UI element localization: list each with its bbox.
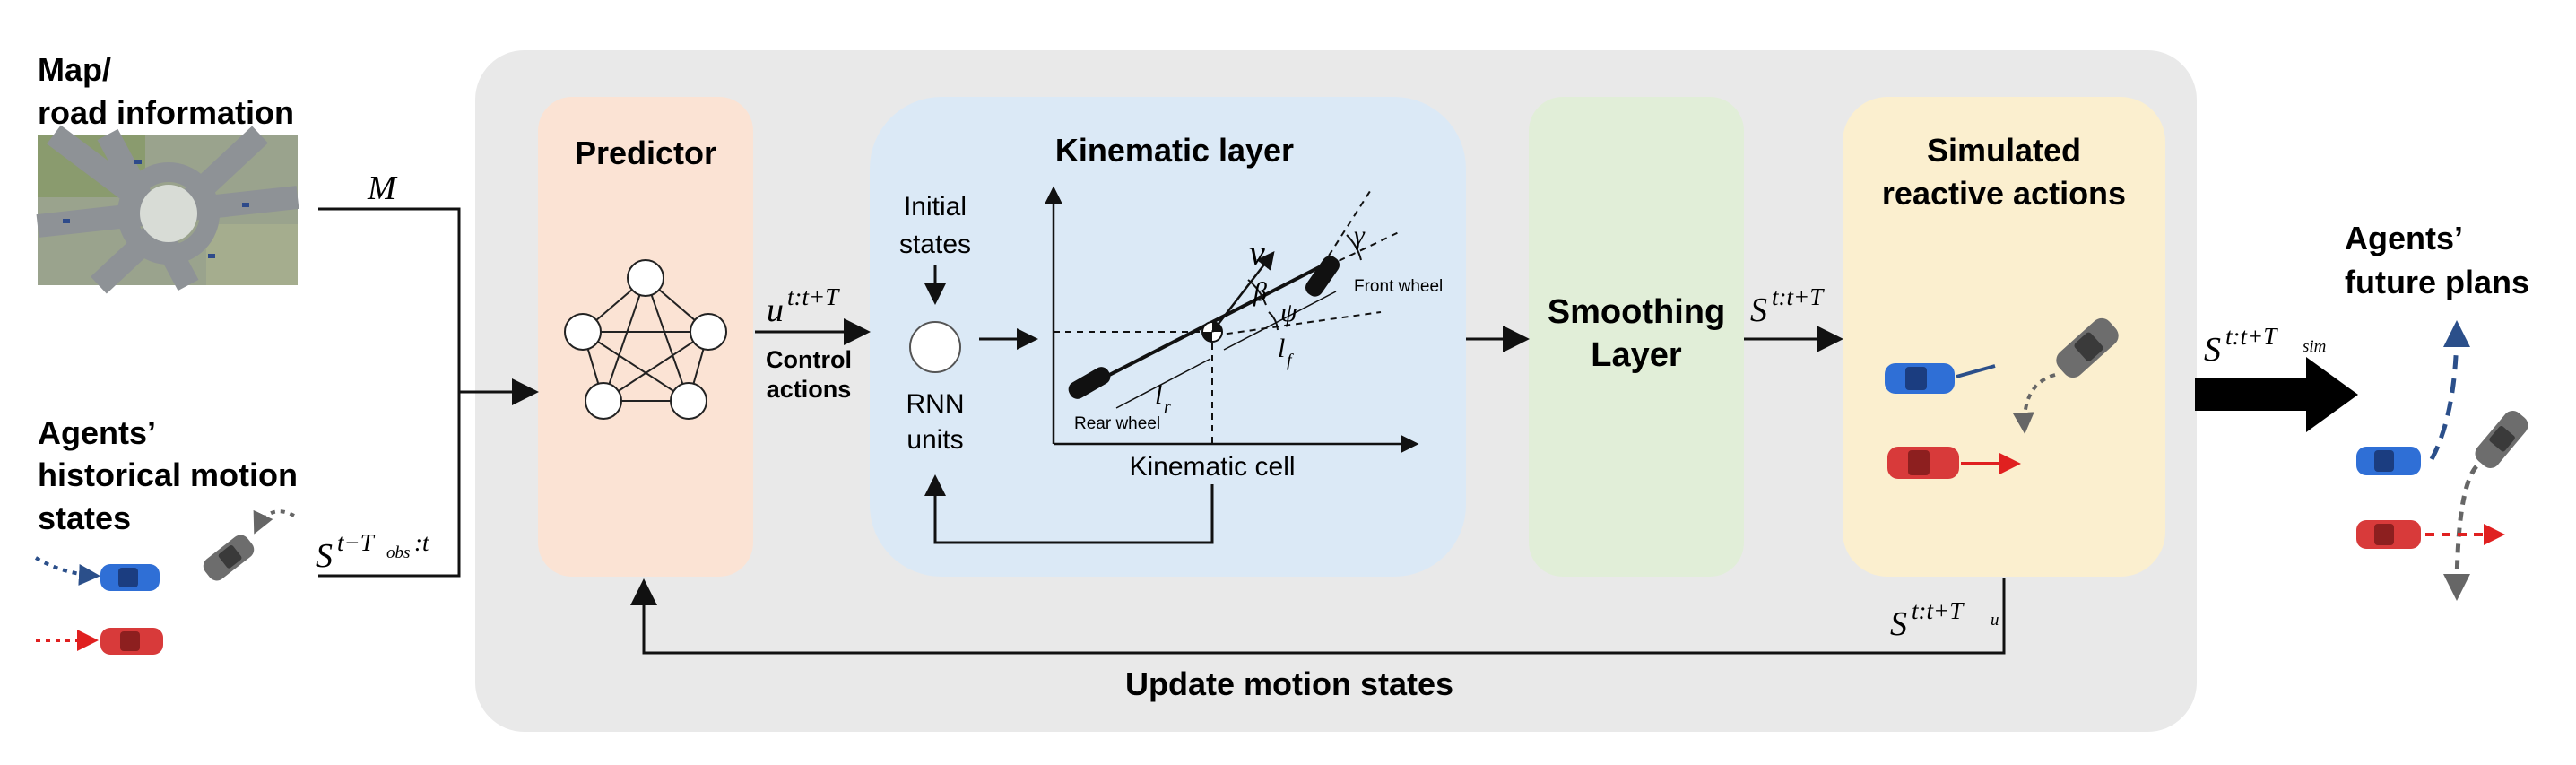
svg-text:t:t+T: t:t+T [2225, 323, 2278, 350]
predictor-box [538, 97, 753, 577]
kinematic-cell-label: Kinematic cell [1129, 452, 1295, 482]
update-motion-states-feedback-arrow [630, 578, 2006, 655]
simulated-title-line2: reactive actions [1882, 175, 2126, 212]
beta-symbol: β [1253, 277, 1267, 307]
map-symbol: M [367, 170, 398, 207]
map-title-line2: road information [38, 94, 294, 131]
svg-text:f: f [1287, 351, 1294, 370]
future-plans-title-line1: Agents’ [2345, 220, 2463, 256]
kinematic-box [870, 97, 1466, 577]
gray-history-trajectory [253, 509, 295, 535]
svg-text:u: u [1991, 611, 1999, 630]
recurrent-feedback-arrow [924, 474, 1214, 544]
agents-history-title-line2: historical motion [38, 456, 298, 493]
future-red-car-icon [2356, 520, 2421, 549]
update-motion-states-label: Update motion states [1125, 665, 1453, 702]
svg-text:S: S [1750, 291, 1767, 329]
svg-text:t:t+T: t:t+T [787, 283, 840, 310]
predictor-title: Predictor [575, 135, 716, 171]
smoothing-title-line2: Layer [1591, 336, 1682, 374]
gray-car-icon [203, 535, 255, 581]
smoothing-title-line1: Smoothing [1548, 293, 1725, 331]
kinematic-title: Kinematic layer [1055, 132, 1294, 169]
roundabout-map-image [36, 125, 299, 294]
simulated-states-symbol: S t:t+T sim [2204, 323, 2326, 369]
svg-text:u: u [767, 291, 784, 329]
simulated-gray-car-icon [2056, 317, 2119, 378]
agents-history-title-line1: Agents’ [38, 414, 156, 451]
svg-text::t: :t [414, 529, 430, 556]
control-actions-label-line1: Control [766, 346, 852, 373]
svg-text:l: l [1155, 380, 1162, 410]
map-title-line1: Map/ [38, 51, 111, 88]
smoothed-states-symbol: S t:t+T [1750, 283, 1825, 329]
svg-text:S: S [316, 537, 333, 575]
output-big-arrow [2195, 357, 2358, 432]
lr-symbol: l r [1155, 380, 1171, 417]
simulated-blue-heading [1956, 364, 1996, 378]
rnn-unit-node [909, 321, 961, 373]
svg-text:S: S [2204, 331, 2221, 369]
agents-history-title-line3: states [38, 500, 131, 536]
psi-symbol: ψ [1280, 298, 1298, 327]
svg-text:obs: obs [386, 543, 410, 562]
future-blue-trajectory [2429, 320, 2470, 461]
svg-text:r: r [1164, 397, 1171, 417]
smoothing-box [1529, 97, 1744, 577]
blue-car-icon [100, 564, 160, 591]
initial-states-label-line1: Initial [904, 192, 967, 222]
svg-text:t−T: t−T [337, 529, 376, 556]
simulated-title-line1: Simulated [1927, 132, 2081, 169]
simulated-blue-car-icon [1885, 363, 1955, 394]
blue-history-trajectory [34, 556, 100, 586]
map-connector-line [318, 207, 461, 392]
simulated-red-car-icon [1887, 447, 1959, 479]
update-states-symbol: S t:t+T u [1890, 597, 1999, 643]
gamma-symbol: γ [1354, 221, 1366, 250]
velocity-symbol: v [1249, 232, 1265, 273]
control-actions-symbol: u t:t+T [767, 283, 840, 329]
predictor-network-icon [564, 259, 727, 420]
svg-text:t:t+T: t:t+T [1912, 597, 1965, 624]
svg-text:t:t+T: t:t+T [1772, 283, 1825, 310]
future-blue-car-icon [2356, 447, 2421, 475]
rnn-units-label-line1: RNN [906, 389, 965, 419]
svg-text:sim: sim [2303, 337, 2326, 356]
red-car-icon [100, 628, 163, 655]
history-symbol: S t−T obs :t [316, 529, 430, 575]
future-gray-car-icon [2475, 411, 2528, 468]
rear-wheel-label: Rear wheel [1074, 414, 1160, 433]
future-plans-title-line2: future plans [2345, 264, 2529, 300]
initial-states-label-line2: states [899, 230, 971, 259]
front-wheel-label: Front wheel [1354, 277, 1443, 296]
svg-text:l: l [1278, 334, 1285, 363]
kinematic-cell-schematic [1045, 186, 1419, 453]
control-actions-label-line2: actions [767, 376, 852, 403]
rnn-units-label-line2: units [906, 425, 963, 455]
svg-text:S: S [1890, 605, 1907, 643]
future-gray-trajectory [2443, 465, 2478, 601]
lf-symbol: l f [1278, 334, 1294, 370]
history-connector-line [318, 392, 461, 578]
